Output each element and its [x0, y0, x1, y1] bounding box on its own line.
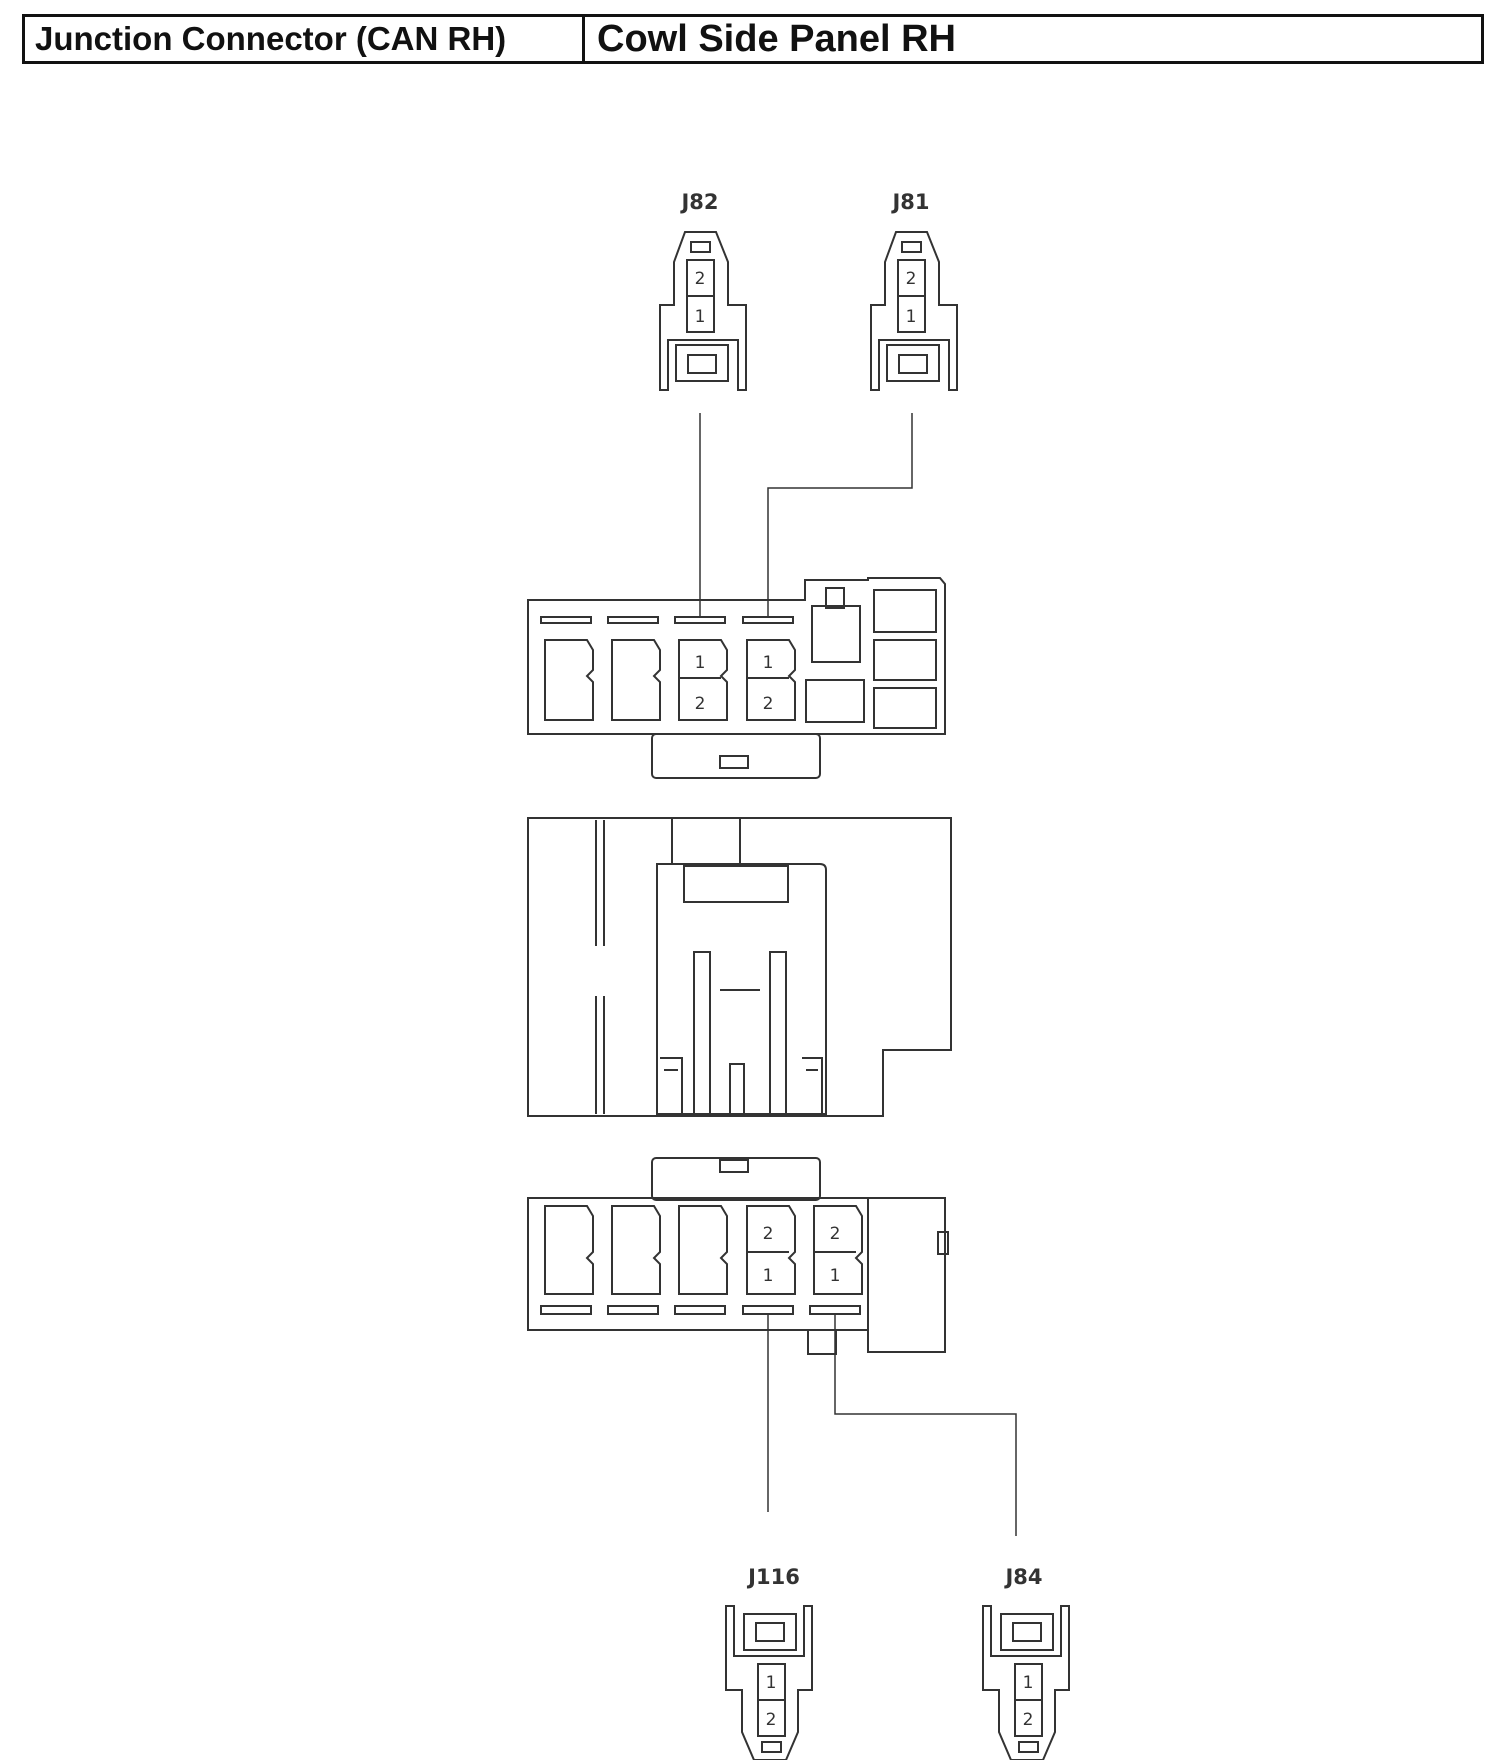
junction-cavity-upper-c1-top [540, 616, 592, 624]
junction-cavity-lower-c5 [813, 1205, 863, 1295]
junction-lower-side-tab [937, 1231, 949, 1255]
connector-body-j81 [870, 231, 958, 391]
connector-lock-inner-j82 [687, 354, 717, 374]
connector-j81: J81 2 1 [870, 190, 958, 391]
junction-upper-pin-label-2a: 2 [695, 694, 706, 714]
connector-lock-j82 [675, 344, 729, 382]
junction-upper-pin-label-2b: 2 [763, 694, 774, 714]
junction-cavity-lower-c4-bottom [742, 1305, 794, 1315]
junction-cavity-lower-c2 [611, 1205, 661, 1295]
connector-latch-j116 [761, 1741, 782, 1753]
connector-latch-j84 [1018, 1741, 1039, 1753]
junction-tab-notch-upper [719, 755, 749, 769]
junction-tab-notch-lower [719, 1159, 749, 1173]
connector-label-j82: J82 [679, 190, 718, 214]
junction-cavity-lower-c3 [678, 1205, 728, 1295]
junction-upper-pin-label-1a: 1 [695, 653, 706, 673]
junction-cavity-lower-c3-bottom [674, 1305, 726, 1315]
junction-upper-lower-cavity [805, 679, 865, 723]
pin-label-j84-1: 1 [1023, 1673, 1034, 1693]
side-view-hook-left [660, 1057, 683, 1114]
junction-cavity-upper-c4 [746, 639, 796, 721]
junction-cavity-lower-c4 [746, 1205, 796, 1295]
connector-lock-inner-j116 [755, 1622, 785, 1642]
junction-cavity-upper-c3-top [674, 616, 726, 624]
connector-latch-j82 [690, 241, 711, 253]
leader-line-j81 [767, 413, 913, 616]
junction-upper-right-cavity-1 [873, 589, 937, 633]
connector-j82: J82 2 1 [659, 190, 747, 391]
connector-j84: J84 1 2 [982, 1565, 1070, 1760]
junction-cavity-lower-c2-bottom [607, 1305, 659, 1315]
junction-tab-lower [651, 1157, 821, 1201]
junction-cavity-upper-c2 [611, 639, 661, 721]
connector-lock-inner-j84 [1012, 1622, 1042, 1642]
connector-label-j81: J81 [890, 190, 929, 214]
connector-label-j116: J116 [746, 1565, 800, 1589]
junction-lower-pin-label-1a: 1 [763, 1266, 774, 1286]
pin-label-j116-1: 1 [766, 1673, 777, 1693]
pin-cavity-j81-1 [897, 295, 926, 333]
side-view-arm-left [693, 951, 711, 1115]
side-view-top-slot [683, 865, 789, 903]
junction-upper-keyed-tab [825, 587, 845, 609]
pin-cavity-j82-1 [686, 295, 715, 333]
title-bar: Junction Connector (CAN RH) Cowl Side Pa… [22, 14, 1484, 64]
connector-lock-j116 [743, 1613, 797, 1651]
pin-label-j81-2: 2 [906, 269, 917, 289]
junction-upper-right-cavity-3 [873, 687, 937, 729]
junction-upper-right-cavity-2 [873, 639, 937, 681]
connector-lock-inner-j81 [898, 354, 928, 374]
connector-title: Junction Connector (CAN RH) [25, 17, 585, 61]
pin-label-j116-2: 2 [766, 1710, 777, 1730]
junction-cavity-lower-c5-bottom [809, 1305, 861, 1315]
junction-tab-upper [651, 733, 821, 779]
connector-lock-j81 [886, 344, 940, 382]
pin-label-j81-1: 1 [906, 307, 917, 327]
side-view-hook-right [802, 1057, 823, 1114]
connector-latch-j81 [901, 241, 922, 253]
junction-lower-notch [807, 1330, 837, 1355]
side-view-latch-frame [656, 863, 827, 1115]
junction-cavity-lower-c1-bottom [540, 1305, 592, 1315]
junction-block-lower: 2 1 2 1 [527, 1157, 949, 1355]
pin-label-j82-1: 1 [695, 307, 706, 327]
junction-lower-pin-label-2a: 2 [763, 1224, 774, 1244]
pin-label-j82-2: 2 [695, 269, 706, 289]
junction-cavity-lower-c1 [544, 1205, 594, 1295]
connector-body-j116 [725, 1605, 813, 1760]
connector-label-j84: J84 [1003, 1565, 1042, 1589]
junction-housing-side-view [527, 817, 952, 1117]
junction-housing-lower [527, 1197, 946, 1353]
location-title: Cowl Side Panel RH [597, 17, 956, 60]
junction-upper-pin-label-1b: 1 [763, 653, 774, 673]
junction-lower-pin-label-1b: 1 [830, 1266, 841, 1286]
pin-cavity-j84-2 [1014, 1699, 1043, 1737]
connector-lock-j84 [1000, 1613, 1054, 1651]
junction-block-upper: 1 2 1 2 [527, 577, 946, 779]
junction-cavity-upper-c3 [678, 639, 728, 721]
leader-line-j84 [834, 1314, 1017, 1536]
junction-cavity-upper-c1 [544, 639, 594, 721]
connector-j116: J116 1 2 [725, 1565, 813, 1760]
junction-housing-upper [527, 577, 946, 735]
junction-lower-pin-label-2b: 2 [830, 1224, 841, 1244]
junction-cavity-upper-c4-top [742, 616, 794, 624]
pin-cavity-j116-2 [757, 1699, 786, 1737]
connector-body-j84 [982, 1605, 1070, 1760]
junction-upper-keyed-cavity [811, 605, 861, 663]
junction-cavity-upper-c2-top [607, 616, 659, 624]
side-view-center-post [729, 1063, 745, 1115]
connector-body-j82 [659, 231, 747, 391]
side-view-outline [527, 817, 952, 1117]
pin-label-j84-2: 2 [1023, 1710, 1034, 1730]
side-view-arm-right [769, 951, 787, 1115]
